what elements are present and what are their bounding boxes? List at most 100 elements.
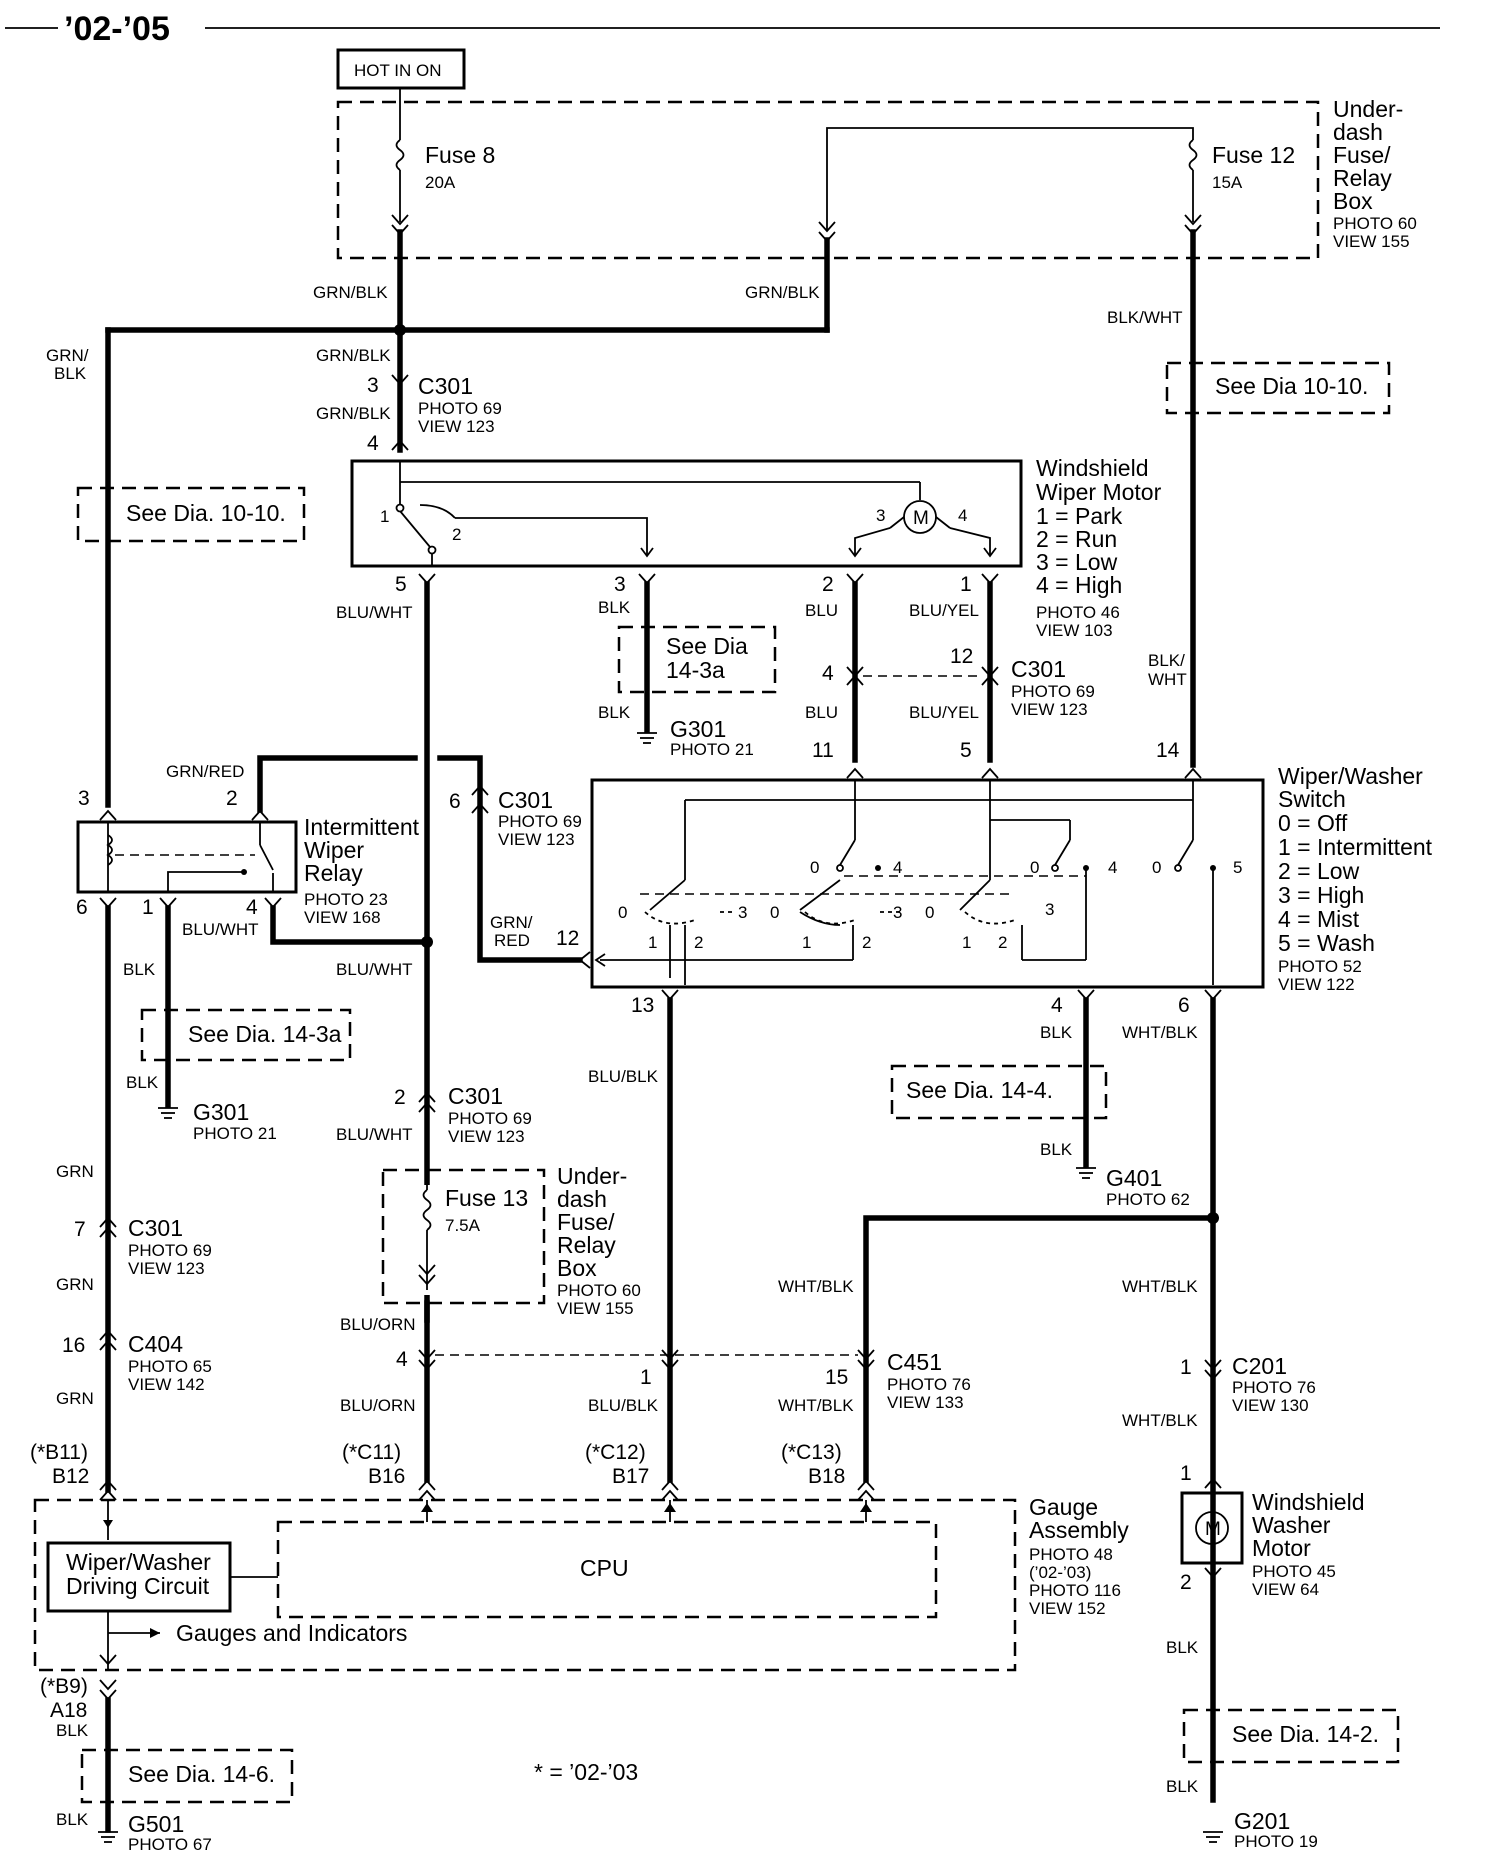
wire-grn-red-a <box>257 755 418 813</box>
gauge-note-4: VIEW 152 <box>1029 1599 1106 1618</box>
washer-pin2-num: 2 <box>1180 1571 1192 1594</box>
wiper-motor-box <box>350 459 1023 568</box>
sw-pos-1a: 1 <box>648 933 657 952</box>
sw-pin14-num: 14 <box>1156 739 1180 762</box>
see-ref-14-2 <box>1182 1708 1400 1764</box>
g401-name: G401 <box>1106 1165 1162 1191</box>
sw-pos-1c: 1 <box>962 933 971 952</box>
fuse12-rating: 15A <box>1212 173 1243 192</box>
sw-pos-4b: 4 <box>1108 858 1117 877</box>
washer-motor-symbol: M <box>1205 1519 1221 1540</box>
relay-pin3 <box>99 809 117 821</box>
see-ref-10-10-right-text: See Dia 10-10. <box>1215 373 1368 399</box>
wm-run-trace <box>455 517 648 556</box>
c451-pin1 <box>661 1349 679 1371</box>
wm-pin1-num: 1 <box>960 573 972 596</box>
label-grn-blk-4: GRN/BLK <box>316 404 391 423</box>
wiper-motor-pos-1: 1 = Park <box>1036 503 1123 529</box>
washer-title-1: Windshield <box>1252 1489 1365 1515</box>
gauge-pin-b17-sym <box>661 1479 679 1501</box>
wiper-motor-symbol: M <box>913 508 929 529</box>
gauge-pin-b17: B17 <box>612 1465 649 1488</box>
relay-view: VIEW 168 <box>304 908 381 927</box>
c301-d-view: VIEW 123 <box>448 1127 525 1146</box>
label-wht-blk-4: WHT/BLK <box>1122 1411 1198 1430</box>
switch-pos-1: 1 = Intermittent <box>1278 834 1433 860</box>
wm-motor-pin3: 3 <box>876 506 885 525</box>
relay-pin3-num: 3 <box>78 787 90 810</box>
c201-view: VIEW 130 <box>1232 1396 1309 1415</box>
relay-pin6-num: 6 <box>76 896 88 919</box>
sw-c2 <box>875 865 881 871</box>
gauge-pin-b11-alt: (*B11) <box>30 1441 88 1464</box>
c301-e-pin7 <box>99 1216 117 1238</box>
sw-arm-2 <box>1177 839 1194 866</box>
relay-title-3: Relay <box>304 860 363 886</box>
label-blk-wht-2b: WHT <box>1148 670 1187 689</box>
c451-pin1-num: 1 <box>640 1366 652 1389</box>
c451-pin4 <box>418 1349 436 1371</box>
c301-b-photo: PHOTO 69 <box>1011 682 1095 701</box>
gauge-note-3: PHOTO 116 <box>1029 1581 1121 1600</box>
c301-b-pin4-num: 4 <box>822 662 834 685</box>
wm-park-contact-2 <box>427 545 437 555</box>
sw-pin12-num: 12 <box>556 927 579 950</box>
driving-circuit-1: Wiper/Washer <box>66 1549 211 1575</box>
gauge-pin-c13-alt: (*C13) <box>781 1441 842 1464</box>
mid-box-line2: dash <box>557 1186 607 1212</box>
wm-contact-1-num: 1 <box>380 507 389 526</box>
sw-pos-0c: 0 <box>1152 858 1161 877</box>
fuse13-rating: 7.5A <box>445 1216 481 1235</box>
gauge-pin-a18: A18 <box>50 1699 87 1722</box>
splice-top <box>394 324 406 336</box>
wm-motor-leads <box>889 516 951 529</box>
c301-b-pin4 <box>846 666 864 686</box>
sw-pos-5: 5 <box>1233 858 1242 877</box>
c201-pin1 <box>1204 1359 1222 1381</box>
g301-b-name: G301 <box>193 1099 249 1125</box>
sw-pin12-arrow <box>578 951 591 969</box>
sw-arm-3 <box>1054 839 1071 866</box>
fuse13-name: Fuse 13 <box>445 1185 528 1211</box>
top-box-line5: Box <box>1333 188 1373 214</box>
relay-trace <box>167 871 244 892</box>
c301-d-name: C301 <box>448 1083 503 1109</box>
c301-c-pin6 <box>471 784 489 814</box>
see-ref-14-3a-left-text: See Dia. 14-3a <box>188 1021 342 1047</box>
c301-e-name: C301 <box>128 1215 183 1241</box>
gauge-assembly-box <box>33 1498 1017 1672</box>
wiper-motor-pos-2: 2 = Run <box>1036 526 1117 552</box>
relay-pin2-num: 2 <box>226 787 238 810</box>
sw-pos-3b: 3 <box>893 903 902 922</box>
c301-a-pin4 <box>391 439 409 451</box>
label-grn-red-2b: RED <box>494 931 530 950</box>
c404-pin16-num: 16 <box>62 1334 85 1357</box>
year-range-title: ’02-’05 <box>64 10 170 48</box>
label-blk-wht-1: BLK/WHT <box>1107 308 1183 327</box>
c301-c-photo: PHOTO 69 <box>498 812 582 831</box>
label-blu-yel-1: BLU/YEL <box>909 601 979 620</box>
label-blu-2: BLU <box>805 703 838 722</box>
washer-switch-box <box>590 778 1265 989</box>
fuse12-symbol <box>1188 139 1198 171</box>
label-blk-2: BLK <box>598 703 631 722</box>
label-grn-3: GRN <box>56 1389 94 1408</box>
c201-name: C201 <box>1232 1353 1287 1379</box>
c301-e-photo: PHOTO 69 <box>128 1241 212 1260</box>
sw-pin6-num: 6 <box>1178 994 1190 1017</box>
g201-photo: PHOTO 19 <box>1234 1832 1318 1851</box>
label-grn-blk-left-a2: BLK <box>54 364 87 383</box>
sw-arm-1 <box>839 839 856 866</box>
sw-wipers <box>644 911 1016 925</box>
relay-box <box>76 820 298 894</box>
label-blk-8: BLK <box>56 1810 89 1829</box>
switch-title-2: Switch <box>1278 786 1346 812</box>
see-ref-14-2-text: See Dia. 14-2. <box>1232 1721 1379 1747</box>
gauge-title-2: Assembly <box>1029 1517 1129 1543</box>
gauge-pin-c11-alt: (*C11) <box>342 1441 401 1464</box>
label-blk-5: BLK <box>1040 1023 1073 1042</box>
cpu-box <box>276 1520 938 1619</box>
sw-pin4-num: 4 <box>1051 994 1063 1017</box>
gauge-pin-b18-sym <box>857 1479 875 1501</box>
